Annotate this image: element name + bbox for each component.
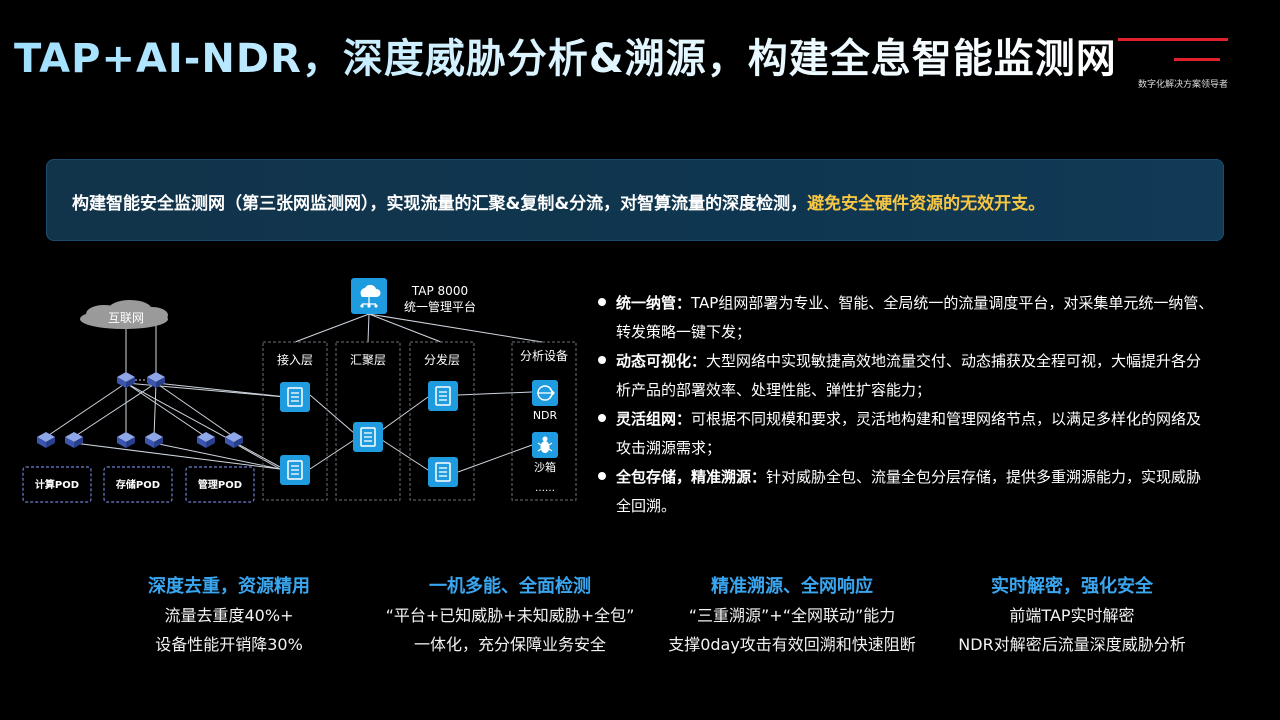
bullet-item: 动态可视化：大型网络中实现敏捷高效地流量交付、动态捕获及全程可视，大幅提升各分析… [596, 347, 1216, 405]
layer-distribute-label: 分发层 [424, 352, 460, 367]
access-tap-icon [279, 454, 311, 486]
distribute-tap-icon [427, 456, 459, 488]
layer-boxes [262, 341, 577, 501]
page-title: TAP+AI-NDR，深度威胁分析&溯源，构建全息智能监测网 [14, 26, 1117, 84]
platform-desc: 统一管理平台 [404, 299, 476, 314]
pod-switch-icon [197, 432, 215, 448]
access-tap-icon [279, 381, 311, 413]
feature-title: 精准溯源、全网响应 [711, 576, 873, 597]
sandbox-device-icon [532, 432, 558, 458]
bullet-body: 大型网络中实现敏捷高效地流量交付、动态捕获及全程可视，大幅提升各分析产品的部署效… [616, 352, 1202, 399]
banner-main-text: 构建智能安全监测网（第三张网监测网），实现流量的汇聚&复制&分流，对智算流量的深… [72, 194, 808, 214]
feature-line: 流量去重度40%+ [164, 606, 294, 625]
bullet-head: 动态可视化： [616, 352, 707, 370]
pod-switch-icon [145, 432, 163, 448]
feature-line: “三重溯源”+“全网联动”能力 [688, 606, 896, 625]
aggregate-tap-icon [352, 421, 384, 453]
pod-label: 存储POD [116, 478, 160, 491]
core-switch-icon [117, 372, 135, 388]
feature-multifunction: 一机多能、全面检测 “平台+已知威胁+未知威胁+全包” 一体化，充分保障业务安全 [385, 573, 635, 659]
feature-dedup: 深度去重，资源精用 流量去重度40%+ 设备性能开销降30% [104, 573, 354, 659]
bullet-body: 可根据不同规模和要求，灵活地构建和管理网络节点，以满足多样化的网络及攻击溯源需求… [616, 410, 1202, 457]
network-diagram: 接入层 汇聚层 分发层 分析设备 互联网 TAP 8000 统一管理平台 计算P… [22, 278, 577, 503]
pod-switch-icon [65, 432, 83, 448]
bullet-head: 统一纳管： [616, 294, 692, 312]
core-switch-icon [147, 372, 165, 388]
feature-title: 深度去重，资源精用 [148, 576, 310, 597]
layer-analysis-label: 分析设备 [520, 349, 568, 363]
layer-aggregate-label: 汇聚层 [350, 353, 386, 367]
internet-cloud-icon [80, 300, 168, 329]
brand-logo [1098, 38, 1228, 64]
pod-box [22, 466, 92, 503]
ndr-device-icon [532, 380, 558, 406]
bullet-head: 全包存储，精准溯源： [616, 468, 767, 486]
bullet-head: 灵活组网： [616, 410, 692, 428]
feature-bullets: 统一纳管：TAP组网部署为专业、智能、全局统一的流量调度平台，对采集单元统一纳管… [596, 289, 1216, 521]
distribute-tap-icon [427, 380, 459, 412]
sandbox-label: 沙箱 [534, 460, 556, 474]
feature-title: 实时解密，强化安全 [991, 576, 1153, 597]
bullet-body: TAP组网部署为专业、智能、全局统一的流量调度平台，对采集单元统一纳管、转发策略… [616, 294, 1214, 341]
pod-label: 计算POD [35, 478, 79, 491]
pod-label: 管理POD [198, 478, 242, 491]
platform-name: TAP 8000 [411, 284, 468, 298]
summary-banner: 构建智能安全监测网（第三张网监测网），实现流量的汇聚&复制&分流，对智算流量的深… [46, 159, 1224, 241]
feature-line: “平台+已知威胁+未知威胁+全包” [385, 606, 635, 625]
more-devices-label: …… [535, 483, 555, 494]
banner-text: 构建智能安全监测网（第三张网监测网），实现流量的汇聚&复制&分流，对智算流量的深… [72, 189, 1045, 214]
bullet-item: 灵活组网：可根据不同规模和要求，灵活地构建和管理网络节点，以满足多样化的网络及攻… [596, 405, 1216, 463]
feature-line: 一体化，充分保障业务安全 [413, 635, 606, 654]
feature-line: 前端TAP实时解密 [1009, 606, 1135, 625]
bullet-body: 针对威胁全包、流量全包分层存储，提供多重溯源能力，实现威胁全回溯。 [616, 468, 1202, 515]
layer-access-label: 接入层 [277, 352, 313, 367]
logo-tagline: 数字化解决方案领导者 [1137, 80, 1228, 90]
feature-traceback: 精准溯源、全网响应 “三重溯源”+“全网联动”能力 支撑0day攻击有效回溯和快… [667, 573, 917, 659]
feature-decryption: 实时解密，强化安全 前端TAP实时解密 NDR对解密后流量深度威胁分析 [947, 573, 1197, 659]
pod-box [185, 466, 255, 503]
ndr-label: NDR [533, 409, 558, 422]
feature-line: NDR对解密后流量深度威胁分析 [958, 635, 1186, 654]
tap-platform-icon [351, 278, 387, 314]
internet-label: 互联网 [108, 311, 144, 325]
feature-line: 支撑0day攻击有效回溯和快速阻断 [668, 635, 916, 654]
feature-line: 设备性能开销降30% [155, 635, 303, 654]
banner-highlight: 避免安全硬件资源的无效开支。 [807, 194, 1046, 214]
diagram-links [45, 313, 543, 473]
pod-box [103, 466, 173, 503]
feature-title: 一机多能、全面检测 [429, 576, 591, 597]
bullet-item: 统一纳管：TAP组网部署为专业、智能、全局统一的流量调度平台，对采集单元统一纳管… [596, 289, 1216, 347]
bullet-item: 全包存储，精准溯源：针对威胁全包、流量全包分层存储，提供多重溯源能力，实现威胁全… [596, 463, 1216, 521]
pod-switch-icon [37, 432, 55, 448]
pod-switch-icon [117, 432, 135, 448]
